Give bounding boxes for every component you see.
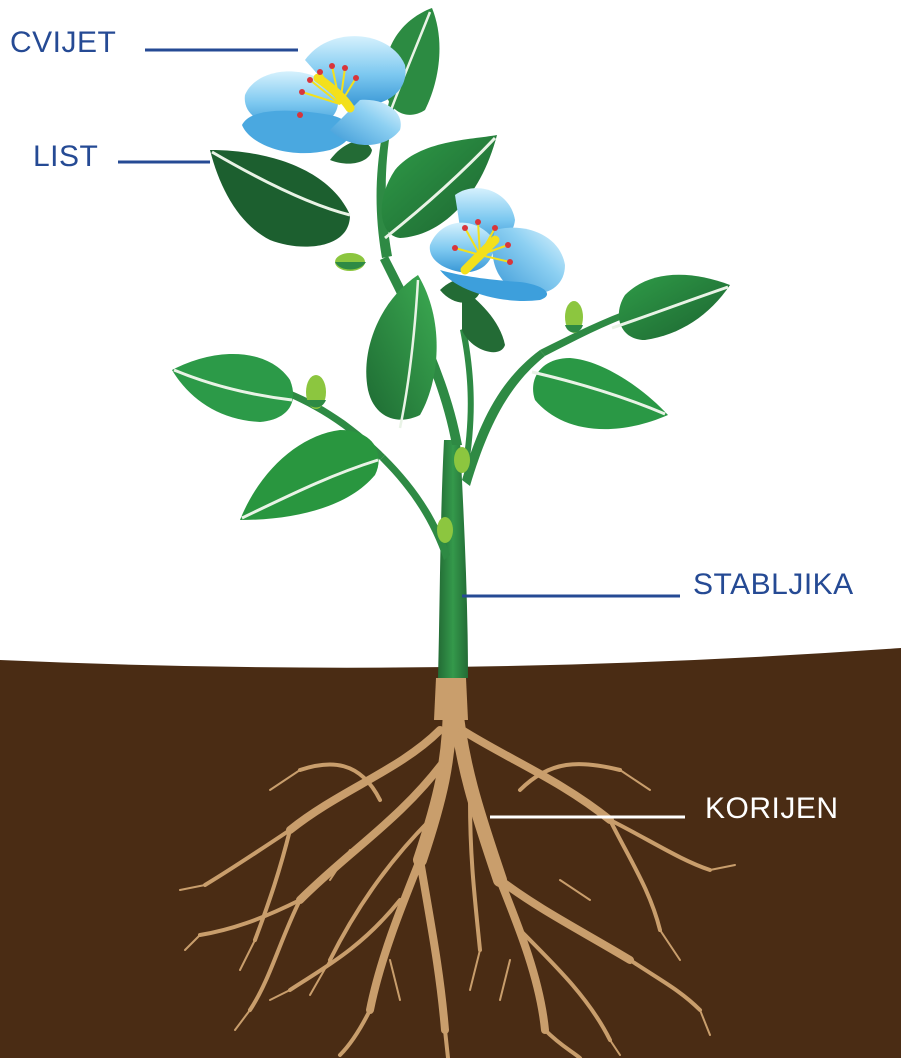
leaf [240, 430, 379, 520]
leaf-label: LIST [33, 142, 98, 172]
leaf [533, 358, 668, 429]
stem-label: STABLJIKA [693, 570, 854, 600]
flower-label: CVIJET [10, 28, 116, 58]
root-label: KORIJEN [705, 794, 839, 824]
leaf [366, 275, 436, 420]
